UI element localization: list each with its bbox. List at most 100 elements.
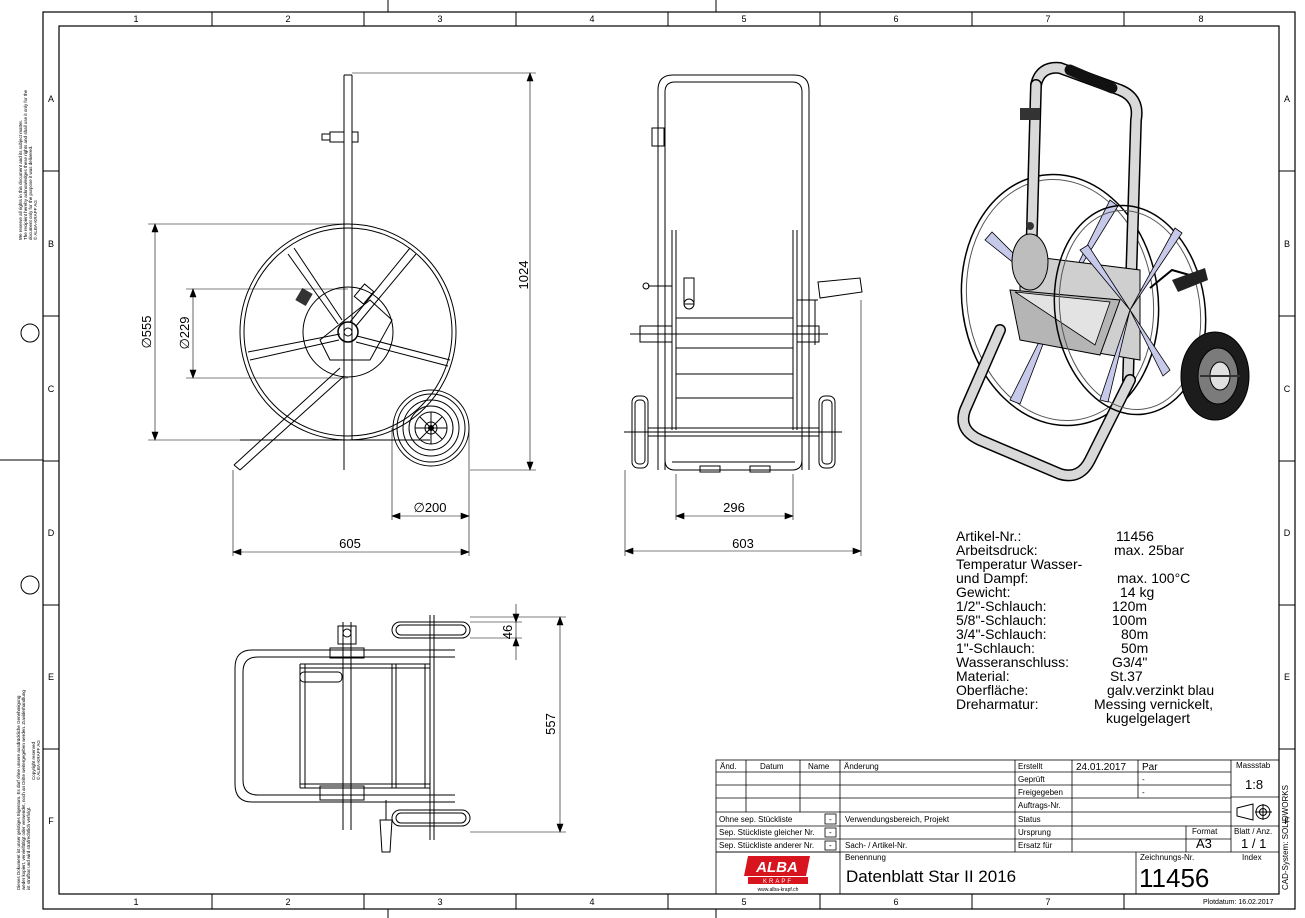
svg-text:Auftrags-Nr.: Auftrags-Nr. [1018, 801, 1061, 810]
svg-text:Ursprung: Ursprung [1018, 828, 1051, 837]
svg-text:Verwendungsbereich, Projekt: Verwendungsbereich, Projekt [845, 815, 950, 824]
spec-label: Material: [956, 668, 1010, 684]
front-dim-labels: 296 603 [723, 500, 754, 551]
spec-label: 1/2"-Schlauch: [956, 598, 1047, 614]
col-label: 7 [1045, 14, 1050, 24]
spec-value: galv.verzinkt blau [1107, 682, 1214, 698]
alba-krapf-logo: ALBA KRAPF www.alba-krapf.ch [744, 856, 810, 893]
top-wheel-upper [391, 621, 471, 639]
spec-value: kugelgelagert [1106, 710, 1190, 726]
row-ticks [43, 170, 1295, 750]
svg-text:Sep. Stückliste anderer Nr.: Sep. Stückliste anderer Nr. [719, 841, 814, 850]
svg-text:-: - [1142, 775, 1145, 784]
svg-text:-: - [829, 815, 832, 824]
row-label: A [1284, 94, 1290, 104]
column-labels: 1 2 3 4 5 6 7 8 1 2 3 4 5 6 7 [133, 14, 1203, 907]
projection-symbol-icon [1236, 803, 1272, 821]
svg-text:Sach- / Artikel-Nr.: Sach- / Artikel-Nr. [845, 841, 907, 850]
col-label: 6 [893, 14, 898, 24]
svg-text:Blatt / Anz.: Blatt / Anz. [1234, 827, 1272, 836]
title-block-text: Änd. Datum Name Änderung Erstellt 24.01.… [719, 761, 1272, 893]
row-label: B [48, 239, 54, 249]
spec-value: 14 kg [1120, 584, 1154, 600]
spec-value: G3/4" [1112, 654, 1147, 670]
svg-text:Index: Index [1242, 853, 1262, 862]
col-label: 4 [589, 897, 594, 907]
row-label: D [1284, 528, 1291, 538]
svg-text:Freigegeben: Freigegeben [1018, 788, 1063, 797]
row-label: C [48, 384, 55, 394]
plot-date: Plotdatum: 16.02.2017 [1203, 899, 1274, 906]
svg-text:Ohne sep. Stückliste: Ohne sep. Stückliste [719, 815, 793, 824]
svg-text:© ALBA-KRAPF AG: © ALBA-KRAPF AG [32, 200, 38, 240]
drawing-title: Datenblatt Star II 2016 [846, 867, 1016, 886]
row-label: A [48, 94, 54, 104]
spec-value: max. 100°C [1117, 570, 1190, 586]
drawing-number: 11456 [1139, 863, 1209, 893]
row-label: E [48, 672, 54, 682]
spec-value: 50m [1121, 640, 1148, 656]
row-label: E [1284, 672, 1290, 682]
col-label: 1 [133, 897, 138, 907]
svg-text:A3: A3 [1196, 836, 1212, 851]
svg-text:Geprüft: Geprüft [1018, 775, 1045, 784]
svg-text:ALBA: ALBA [755, 859, 798, 876]
row-label: C [1284, 384, 1291, 394]
spec-label: Temperatur Wasser- [956, 556, 1083, 572]
punch-hole-bottom [20, 575, 40, 595]
svg-text:Ersatz für: Ersatz für [1018, 841, 1053, 850]
svg-text:Benennung: Benennung [845, 853, 886, 862]
col-label: 4 [589, 14, 594, 24]
spec-list: Artikel-Nr.: 11456 Arbeitsdruck: max. 25… [956, 528, 1214, 726]
svg-text:Format: Format [1192, 827, 1218, 836]
top-view [234, 615, 471, 853]
svg-text:Änd.: Änd. [720, 762, 736, 771]
dim-top-offset: 46 [500, 625, 515, 639]
top-dim-labels: 46 557 [500, 625, 558, 735]
spec-value: 100m [1112, 612, 1147, 628]
dim-inner-width: 296 [723, 500, 745, 515]
side-copyright-bottom: Dieses Dokument ist unser geistiges Eige… [16, 690, 41, 890]
dim-side-width: 605 [339, 536, 361, 551]
svg-text:Zeichnungs-Nr.: Zeichnungs-Nr. [1140, 853, 1194, 862]
col-label: 2 [285, 14, 290, 24]
svg-text:∅200: ∅200 [413, 500, 446, 515]
side-dim-labels: 1024 ∅555 ∅229 ∅200 605 [139, 261, 531, 551]
row-label: F [1284, 816, 1290, 826]
svg-text:weder kopiert, vervielfältigt: weder kopiert, vervielfältigt oder verwe… [21, 690, 26, 890]
svg-text:Sep. Stückliste gleicher Nr.: Sep. Stückliste gleicher Nr. [719, 828, 815, 837]
svg-text:∅229: ∅229 [177, 316, 192, 349]
svg-text:∅555: ∅555 [139, 315, 154, 348]
svg-text:The recipient hereby acknowled: The recipient hereby acknowledges these … [23, 89, 28, 240]
col-label: 3 [437, 897, 442, 907]
spec-label: Gewicht: [956, 584, 1010, 600]
outer-border [42, 11, 1296, 910]
dim-wheel-dia: 200 [425, 500, 447, 515]
spec-label: 3/4"-Schlauch: [956, 626, 1047, 642]
col-label: 5 [741, 897, 746, 907]
col-label: 5 [741, 14, 746, 24]
isometric-view [957, 61, 1250, 482]
svg-text:Massstab: Massstab [1236, 761, 1271, 770]
svg-text:-: - [829, 828, 832, 837]
spec-label: 5/8"-Schlauch: [956, 612, 1047, 628]
svg-text:1:8: 1:8 [1245, 777, 1263, 792]
row-label: F [48, 816, 54, 826]
dim-drum-dia: 555 [139, 315, 154, 337]
top-wheel-lower [391, 809, 471, 827]
top-dimensions [470, 604, 566, 833]
dim-hub-dia: 229 [177, 316, 192, 338]
spec-value: 80m [1121, 626, 1148, 642]
side-copyright-top: We reserve all rights in this document a… [18, 89, 38, 240]
svg-text:We reserve all rights in this: We reserve all rights in this document a… [18, 120, 23, 240]
svg-text:Dieses Dokument ist unser geis: Dieses Dokument ist unser geistiges Eige… [16, 695, 21, 890]
spec-value: 11456 [1116, 528, 1154, 544]
punch-hole-top [20, 323, 40, 343]
front-dimensions [624, 300, 862, 556]
spec-value: Messing vernickelt, [1094, 696, 1213, 712]
svg-text:Par: Par [1142, 762, 1158, 773]
col-label: 7 [1045, 897, 1050, 907]
col-label: 8 [1198, 14, 1203, 24]
spec-label: 1"-Schlauch: [956, 640, 1035, 656]
inner-border [58, 25, 1280, 895]
